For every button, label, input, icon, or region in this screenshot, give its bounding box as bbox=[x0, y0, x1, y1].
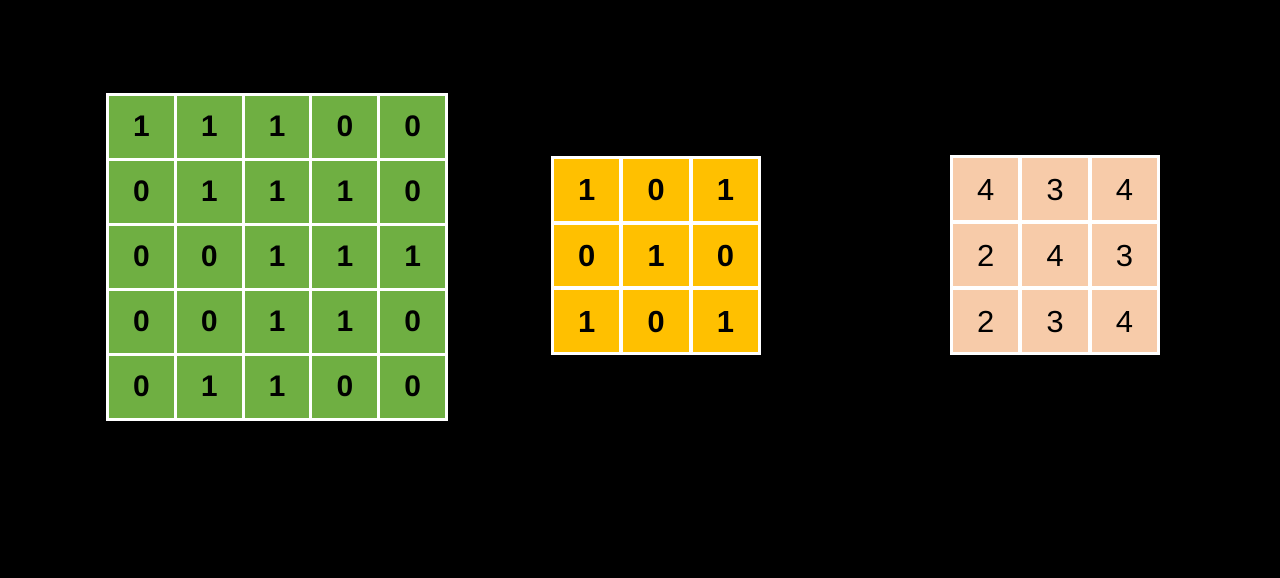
input-matrix-cell-r4c4: 1 bbox=[312, 291, 378, 353]
output-matrix-cell-r3c2: 3 bbox=[1022, 290, 1088, 352]
kernel-matrix-cell-r3c2: 0 bbox=[623, 290, 689, 352]
kernel-matrix-cell-r1c3: 1 bbox=[692, 159, 758, 221]
input-matrix-cell-r5c4: 0 bbox=[312, 356, 378, 418]
input-matrix-cell-r2c1: 0 bbox=[109, 161, 174, 223]
kernel-matrix-cell-r2c1: 0 bbox=[554, 224, 620, 287]
output-matrix-cell-r1c3: 4 bbox=[1091, 158, 1157, 220]
input-matrix-cell-r4c2: 0 bbox=[176, 291, 242, 353]
kernel-matrix-cell-r2c2: 1 bbox=[623, 224, 689, 287]
kernel-matrix-cell-r2c3: 0 bbox=[692, 224, 758, 287]
input-matrix-cell-r4c1: 0 bbox=[109, 291, 174, 353]
input-matrix-cell-r5c2: 1 bbox=[176, 356, 242, 418]
kernel-matrix-cell-r3c1: 1 bbox=[554, 290, 620, 352]
kernel-matrix-cell-r1c2: 0 bbox=[623, 159, 689, 221]
input-matrix-cell-r1c3: 1 bbox=[244, 96, 310, 158]
input-matrix-cell-r3c2: 0 bbox=[176, 226, 242, 288]
input-matrix-cell-r5c1: 0 bbox=[109, 356, 174, 418]
input-matrix-cell-r4c3: 1 bbox=[244, 291, 310, 353]
input-matrix-cell-r2c5: 0 bbox=[380, 161, 445, 223]
output-matrix-cell-r2c1: 2 bbox=[953, 224, 1019, 286]
input-matrix-cell-r3c1: 0 bbox=[109, 226, 174, 288]
output-matrix-cell-r1c2: 3 bbox=[1022, 158, 1088, 220]
input-matrix-cell-r3c4: 1 bbox=[312, 226, 378, 288]
output-matrix-cell-r2c2: 4 bbox=[1022, 224, 1088, 286]
input-matrix-cell-r2c4: 1 bbox=[312, 161, 378, 223]
input-matrix-cell-r5c3: 1 bbox=[244, 356, 310, 418]
input-matrix-cell-r1c4: 0 bbox=[312, 96, 378, 158]
output-matrix-cell-r1c1: 4 bbox=[953, 158, 1019, 220]
input-matrix-cell-r1c2: 1 bbox=[176, 96, 242, 158]
input-matrix-cell-r5c5: 0 bbox=[380, 356, 445, 418]
kernel-matrix-cell-r3c3: 1 bbox=[692, 290, 758, 352]
output-matrix-cell-r3c1: 2 bbox=[953, 290, 1019, 352]
input-matrix-cell-r3c3: 1 bbox=[244, 226, 310, 288]
input-matrix-cell-r1c5: 0 bbox=[380, 96, 445, 158]
input-matrix-cell-r2c3: 1 bbox=[244, 161, 310, 223]
output-matrix-cell-r3c3: 4 bbox=[1091, 290, 1157, 352]
input-matrix-cell-r4c5: 0 bbox=[380, 291, 445, 353]
output-matrix-cell-r2c3: 3 bbox=[1091, 224, 1157, 286]
kernel-matrix-cell-r1c1: 1 bbox=[554, 159, 620, 221]
input-matrix-cell-r3c5: 1 bbox=[380, 226, 445, 288]
input-matrix-cell-r2c2: 1 bbox=[176, 161, 242, 223]
input-matrix-cell-r1c1: 1 bbox=[109, 96, 174, 158]
